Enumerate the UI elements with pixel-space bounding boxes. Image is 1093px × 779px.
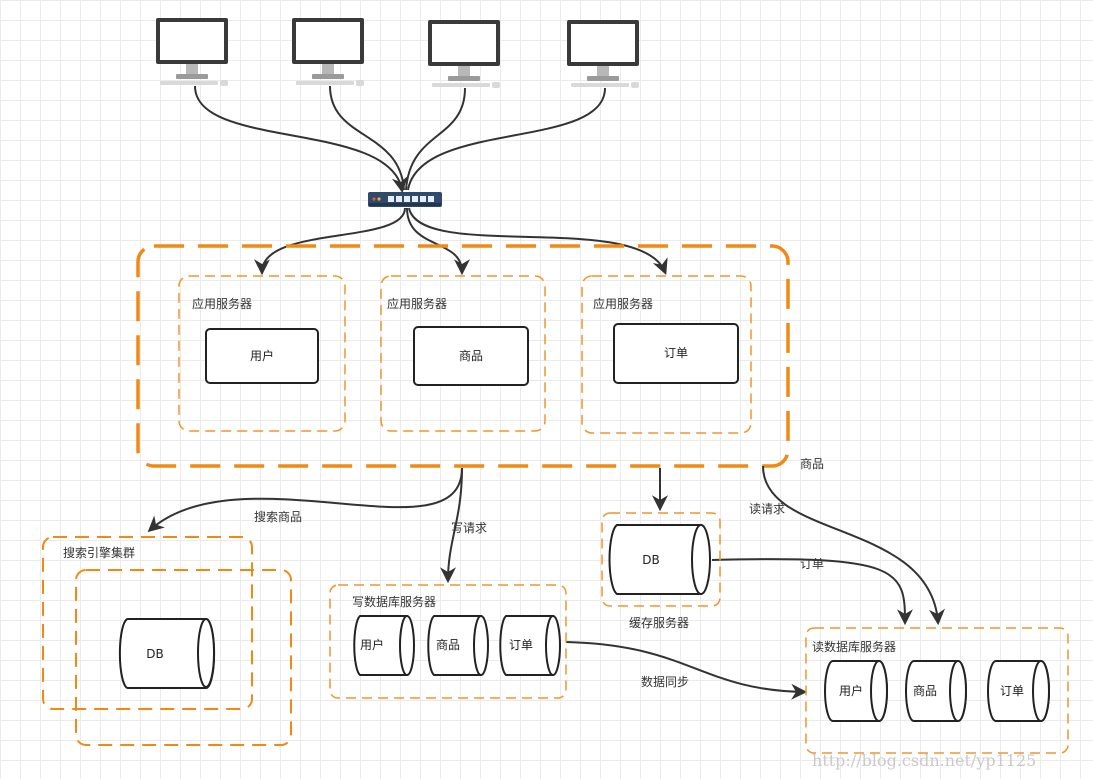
app-server-3: 应用服务器 订单 [581, 275, 752, 434]
app-server-2-boundary [380, 275, 546, 432]
watermark: http://blog.csdn.net/yp1125 [812, 751, 1036, 770]
edge-label-goods: 商品 [800, 456, 824, 471]
client-monitor-2 [292, 18, 364, 86]
edge-write-read-sync [565, 641, 808, 700]
search-db-label: DB [146, 647, 163, 661]
cache-db-label: DB [642, 553, 659, 567]
edge-cluster-search [147, 467, 463, 533]
module-label-order: 订单 [664, 346, 688, 360]
database-cylinder-icon [499, 615, 561, 676]
edge-client3-switch [405, 87, 466, 191]
read-db-title: 读数据库服务器 [812, 639, 896, 654]
app-cluster-boundary [136, 244, 790, 468]
edge-cluster-read [762, 465, 945, 626]
module-label-goods: 商品 [459, 348, 483, 363]
app-server-2: 应用服务器 商品 [380, 275, 546, 432]
database-cylinder-icon [353, 615, 415, 676]
edge-switch-app1 [254, 207, 406, 276]
search-cluster-boundary-front [75, 569, 292, 746]
edge-switch-app3 [408, 207, 668, 275]
client-monitor-4 [567, 20, 639, 88]
edge-client1-switch [194, 85, 408, 194]
module-box-order [613, 323, 739, 384]
module-box-user [205, 328, 319, 384]
write-table-goods: 商品 [436, 637, 460, 652]
edge-client4-switch [407, 87, 606, 191]
edge-label-search: 搜索商品 [254, 509, 302, 524]
cache-title: 缓存服务器 [629, 615, 689, 630]
read-db-server: 读数据库服务器 用户 商品 订单 [805, 627, 1069, 754]
database-cylinder-icon [824, 660, 888, 722]
app-server-3-boundary [581, 275, 752, 434]
write-db-server: 写数据库服务器 用户 商品 订单 [329, 584, 567, 699]
monitor-icon [567, 20, 639, 88]
edge-switch-app2 [406, 207, 470, 276]
read-db-boundary [805, 627, 1069, 754]
cache-server: DB 缓存服务器 [601, 512, 721, 630]
module-label-user: 用户 [250, 348, 274, 363]
write-db-title: 写数据库服务器 [352, 594, 436, 609]
client-edges [194, 85, 606, 194]
search-engine-cluster: 搜索引擎集群 DB [42, 536, 292, 746]
edge-cache-read [711, 558, 913, 626]
edge-label-read: 读请求 [749, 502, 785, 516]
monitor-icon [428, 20, 500, 88]
database-cylinder-icon [905, 660, 967, 722]
module-box-goods [413, 326, 529, 386]
read-table-goods: 商品 [913, 683, 937, 698]
edge-label-write: 写请求 [451, 521, 487, 535]
monitor-icon [156, 18, 228, 86]
edge-client2-switch [329, 85, 405, 191]
write-db-boundary [329, 584, 567, 699]
database-cylinder-icon [987, 660, 1050, 722]
cache-boundary [601, 512, 721, 607]
read-table-order: 订单 [1000, 684, 1024, 698]
write-table-user: 用户 [360, 637, 384, 652]
edge-label-order: 订单 [800, 557, 824, 571]
database-cylinder-icon [427, 615, 489, 676]
cluster-edges [147, 465, 945, 700]
network-switch-icon [368, 192, 442, 207]
app-server-1-title: 应用服务器 [192, 296, 252, 311]
database-cylinder-icon [118, 618, 216, 689]
client-monitor-3 [428, 20, 500, 88]
edge-cluster-write [440, 467, 463, 584]
search-cluster-boundary-back [42, 536, 253, 710]
edge-label-sync: 数据同步 [641, 674, 689, 689]
switch-edges [254, 207, 668, 276]
search-cluster-title: 搜索引擎集群 [63, 545, 135, 560]
write-table-order: 订单 [509, 638, 533, 652]
app-server-2-title: 应用服务器 [387, 296, 447, 311]
database-cylinder-icon [608, 524, 711, 595]
monitor-icon [292, 18, 364, 86]
app-server-1-boundary [178, 275, 346, 432]
read-table-user: 用户 [839, 683, 863, 698]
app-server-3-title: 应用服务器 [593, 296, 653, 311]
app-server-1: 应用服务器 用户 [178, 275, 346, 432]
client-monitor-1 [156, 18, 228, 86]
